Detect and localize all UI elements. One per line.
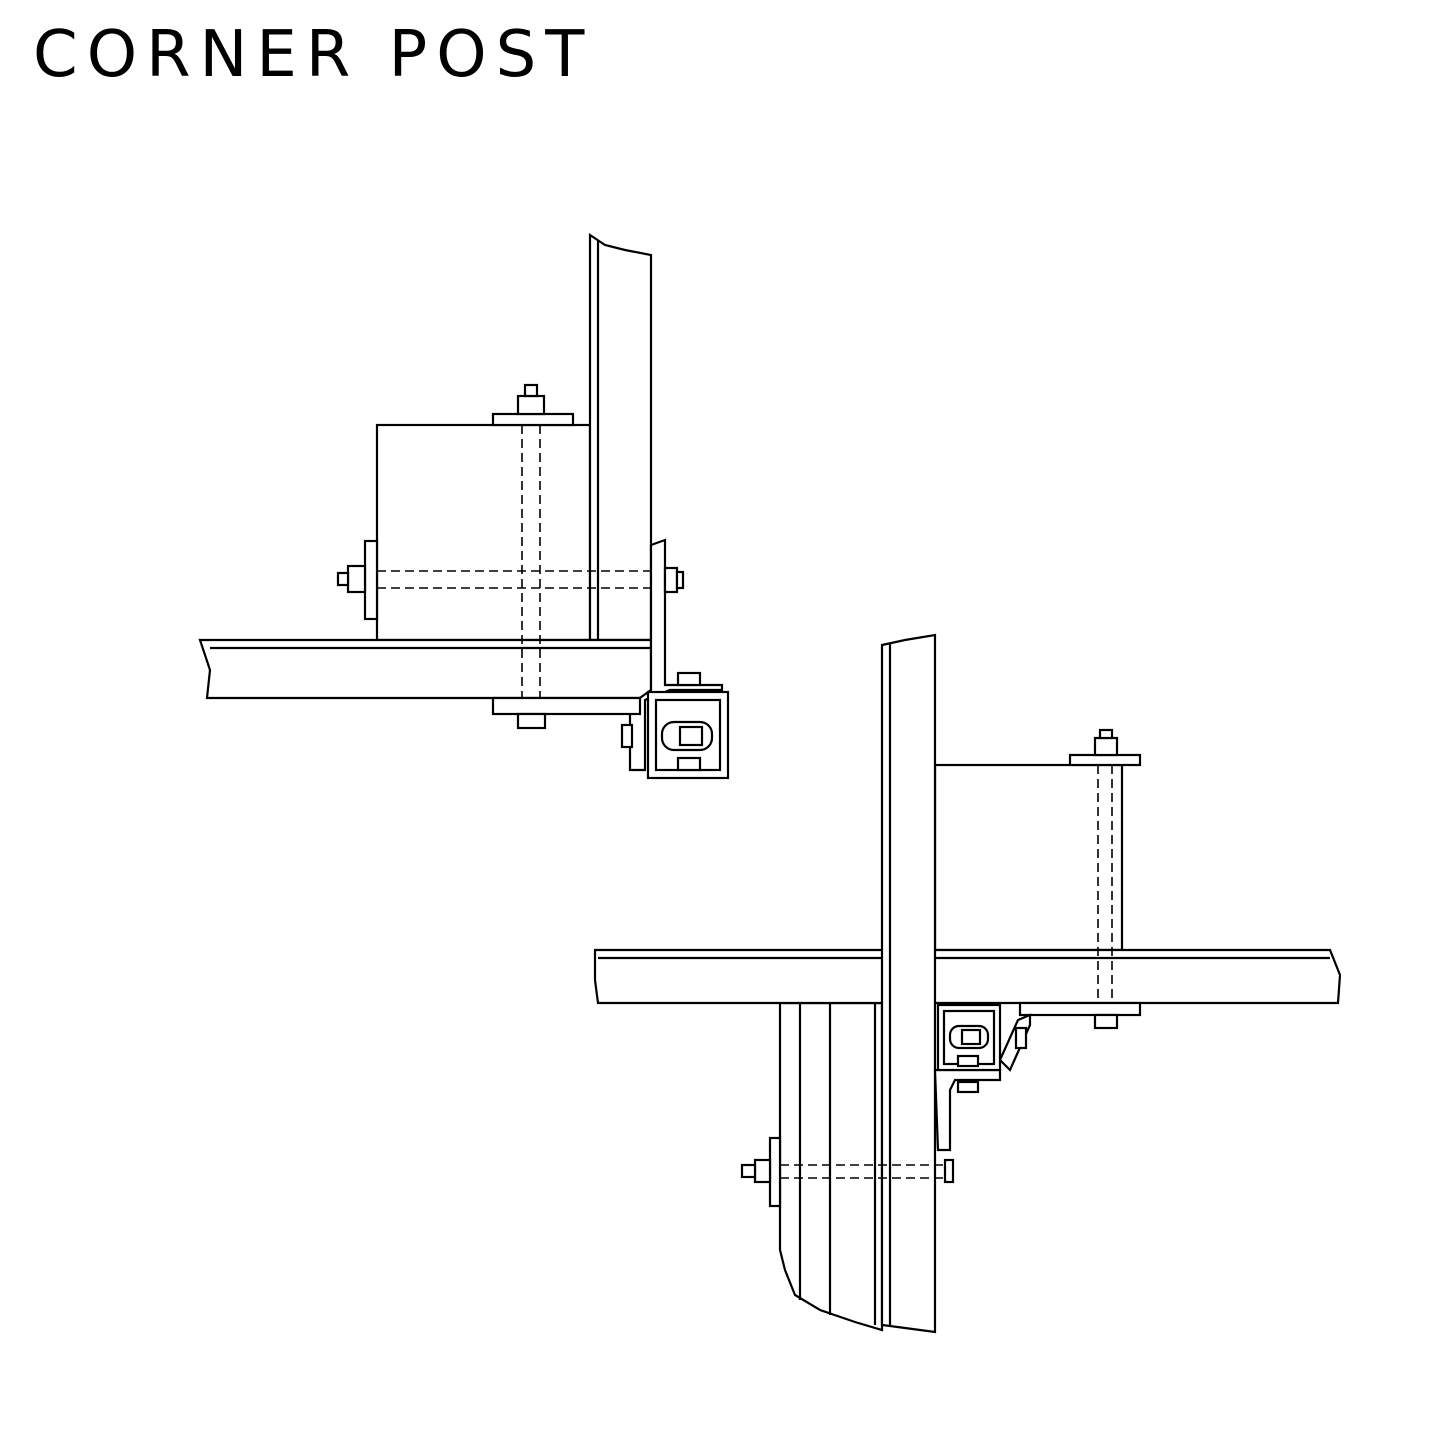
- bottom-plate: [1018, 1001, 1142, 1017]
- left-washer: [363, 539, 379, 621]
- page-title: CORNER POST: [33, 18, 594, 92]
- top-washer: [491, 412, 575, 427]
- upper-assembly: [198, 232, 730, 780]
- bottom-plate: [491, 696, 642, 716]
- left-nut: [346, 564, 367, 594]
- horizontal-beam: [593, 948, 1342, 1005]
- top-nut: [1093, 736, 1119, 757]
- spacer-block: [375, 423, 592, 642]
- lower-assembly: [593, 633, 1342, 1334]
- vertical-post: [588, 232, 653, 642]
- horizontal-beam: [198, 638, 653, 700]
- top-washer: [1068, 753, 1142, 767]
- left-nut: [753, 1158, 772, 1184]
- top-nut: [516, 394, 546, 416]
- spacer-block: [933, 763, 1124, 952]
- bottom-nut: [1093, 1013, 1119, 1030]
- left-washer: [768, 1136, 782, 1208]
- bottom-nut: [516, 712, 547, 730]
- angle-bracket: [933, 1068, 1002, 1152]
- vertical-post: [880, 633, 937, 1334]
